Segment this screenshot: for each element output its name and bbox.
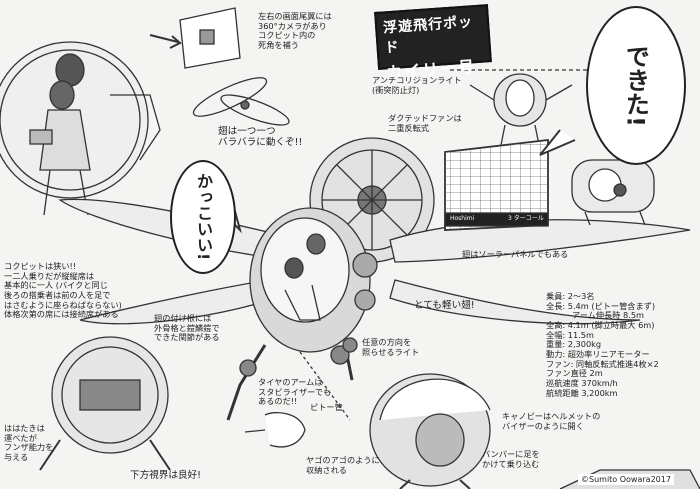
cockpit-interior-illustration [39, 336, 171, 471]
speech-bubble-kakkoii: かっこいい! [170, 160, 236, 274]
spec-item: 乗員: 2〜3名 [546, 291, 595, 301]
title-line-1: 浮遊飛行ポッド [382, 14, 474, 57]
note-light-wings: とても軽い翅! [414, 300, 475, 311]
monitor-screen-illustration [444, 138, 549, 231]
pod-front-view-illustration [450, 69, 600, 151]
screen-left-label: Hoshimi [450, 215, 475, 222]
note-searchlight: 任意の方向を 照らせるライト [362, 337, 420, 357]
display-panel-illustration [149, 7, 241, 69]
spec-item: 動力: 超効率リニアモーター [546, 349, 650, 360]
note-wings-each: 翅は一つ一つ バラバラに動くぞ!! [218, 126, 303, 149]
note-jaw: ヤゴのアゴのように 収納される [306, 455, 380, 475]
note-view-down: 下方視界は良好! [130, 470, 202, 481]
hand-sketch-illustration [244, 412, 306, 448]
note-pitot: ピトー管 [310, 402, 343, 412]
spec-item: アーム伸長時 8.5m [546, 310, 645, 321]
note-solar: 翅はソーラーパネルでもある [462, 249, 569, 259]
exclamation-kakkoii: かっこいい! [194, 173, 213, 261]
note-camera: 左右の画面尾翼には 360°カメラがあり コクピット内の 死角を補う [258, 11, 332, 51]
spec-item: 全長: 5.4m (ピトー管含まず) [546, 300, 656, 311]
note-anticollision: アンチコリジョンライト (衝突防止灯) [372, 75, 462, 95]
spec-item: 巡航速度 370km/h [546, 378, 618, 389]
note-feet: ははたきは 運べたが フンザ能力を 与える [4, 423, 54, 463]
pod-side-view-illustration [571, 159, 655, 226]
spec-item: 全幅: 11.5m [546, 329, 594, 340]
spec-item: 重量: 2,300kg [546, 339, 602, 350]
note-canopy: キャノピーはヘルメットの バイザーのように開く [502, 411, 601, 431]
note-cockpit-narrow: コクピットは狭い!! 一二人乗りだが縦縦席は 基本的に一人 (バイクと同じ 後ろ… [4, 261, 122, 320]
note-bumper: バンパーに足を かけて乗り込む [482, 449, 540, 469]
title-panel: 浮遊飛行ポッド カイリー号 [374, 4, 492, 82]
cockpit-closeup-illustration [0, 41, 161, 216]
screen-right-label: 3 ターコール [508, 215, 544, 222]
artist-credit: ©Sumito Oowara2017 [578, 474, 674, 486]
note-tire-arm: タイヤのアームは スタビライザーでも あるのだ!! [258, 377, 332, 407]
note-ducted-fan: ダクテッドファンは 二重反転式 [388, 113, 462, 133]
note-wing-root: 翅の付け根には 外骨格と鎧鱗鎧で できた関節がある [154, 313, 220, 343]
pod-main-body-illustration [226, 207, 378, 421]
spec-item: 全高: 4.1m (脚立時最大 6m) [546, 320, 655, 331]
spec-item: ファン直径 2m [546, 368, 603, 379]
spec-item: ファン: 同軸反転式推進4枚×2 [546, 358, 659, 369]
spec-item: 航続距離 3,200km [546, 387, 618, 398]
spec-list: 乗員: 2〜3名 全長: 5.4m (ピトー管含まず) アーム伸長時 8.5m … [546, 291, 696, 398]
wing-detail-illustration [192, 77, 290, 126]
speech-bubble-dekita: できた! [586, 6, 686, 165]
exclamation-dekita: できた! [621, 44, 650, 127]
